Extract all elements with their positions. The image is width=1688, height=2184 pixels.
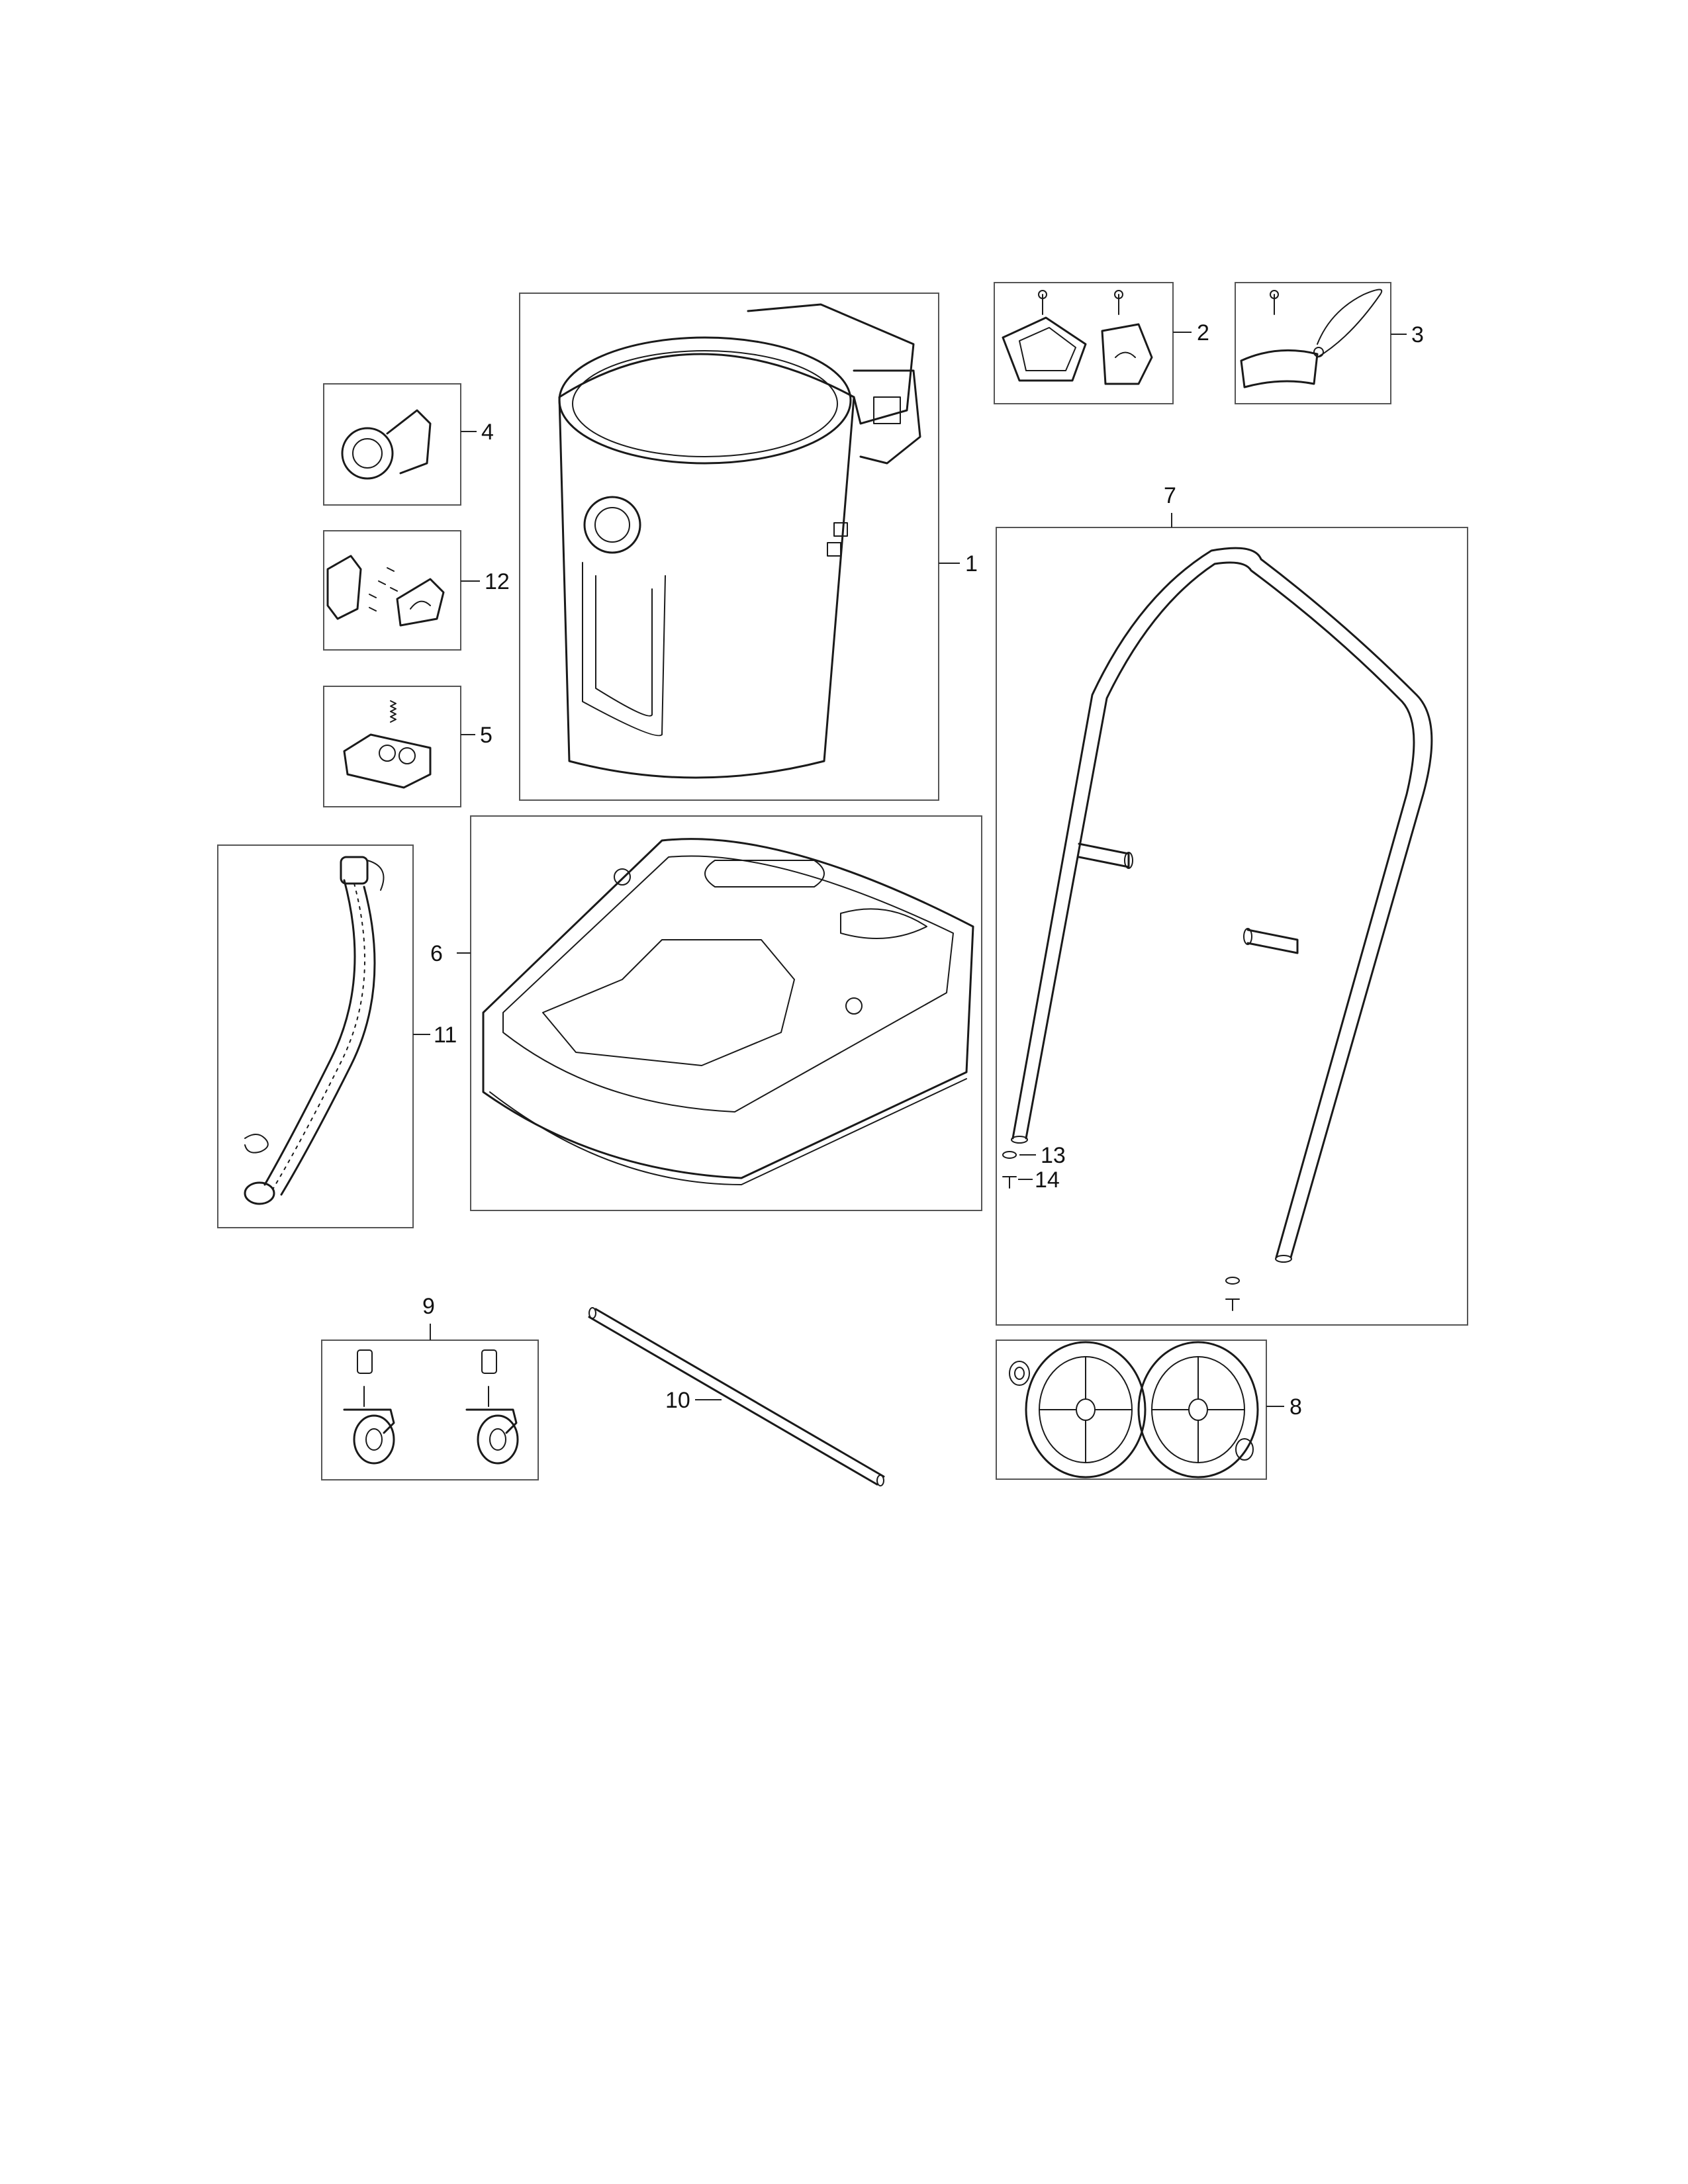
part-6-frame [470,815,982,1211]
tank-inlet [583,496,641,554]
part-2-brackets: 2 [994,282,1209,404]
part-8-wheels: 8 [996,1340,1302,1480]
part-7-frame [996,527,1468,1326]
callout-12: 12 [485,569,510,594]
callout-11: 11 [434,1023,457,1048]
part-6-base: 6 [430,815,982,1211]
callout-6: 6 [430,941,443,966]
callout-7: 7 [1164,483,1176,508]
part-5-frame [323,686,461,807]
part-5-holder: 5 [323,686,492,807]
callout-13: 13 [1041,1143,1066,1168]
part-1-frame [519,293,939,801]
callout-8: 8 [1289,1394,1302,1420]
part-4-plug: 4 [323,383,494,506]
part-3-plate-cord: 3 [1235,282,1424,404]
part-11-hose: 11 [217,844,457,1228]
part-1-tank: 1 [519,293,978,801]
part-4-frame [323,383,461,506]
part-12-frame [323,530,461,651]
part-12-clips: 12 [323,530,510,651]
callout-2: 2 [1197,320,1209,345]
part-10-axle: 10 [588,1307,885,1486]
callout-14: 14 [1035,1167,1060,1193]
callout-3: 3 [1411,322,1424,347]
callout-10: 10 [665,1388,690,1413]
callout-5: 5 [480,723,492,748]
part-9-casters: 9 [321,1294,539,1480]
part-7-handle: 7 13 14 [996,483,1468,1326]
part-8-frame [996,1340,1267,1480]
part-11-frame [217,844,414,1228]
callout-4: 4 [481,420,494,445]
callout-1: 1 [965,551,978,576]
washer-13 [1002,1151,1017,1159]
callout-9: 9 [422,1294,435,1319]
part-2-frame [994,282,1174,404]
part-3-frame [1235,282,1391,404]
